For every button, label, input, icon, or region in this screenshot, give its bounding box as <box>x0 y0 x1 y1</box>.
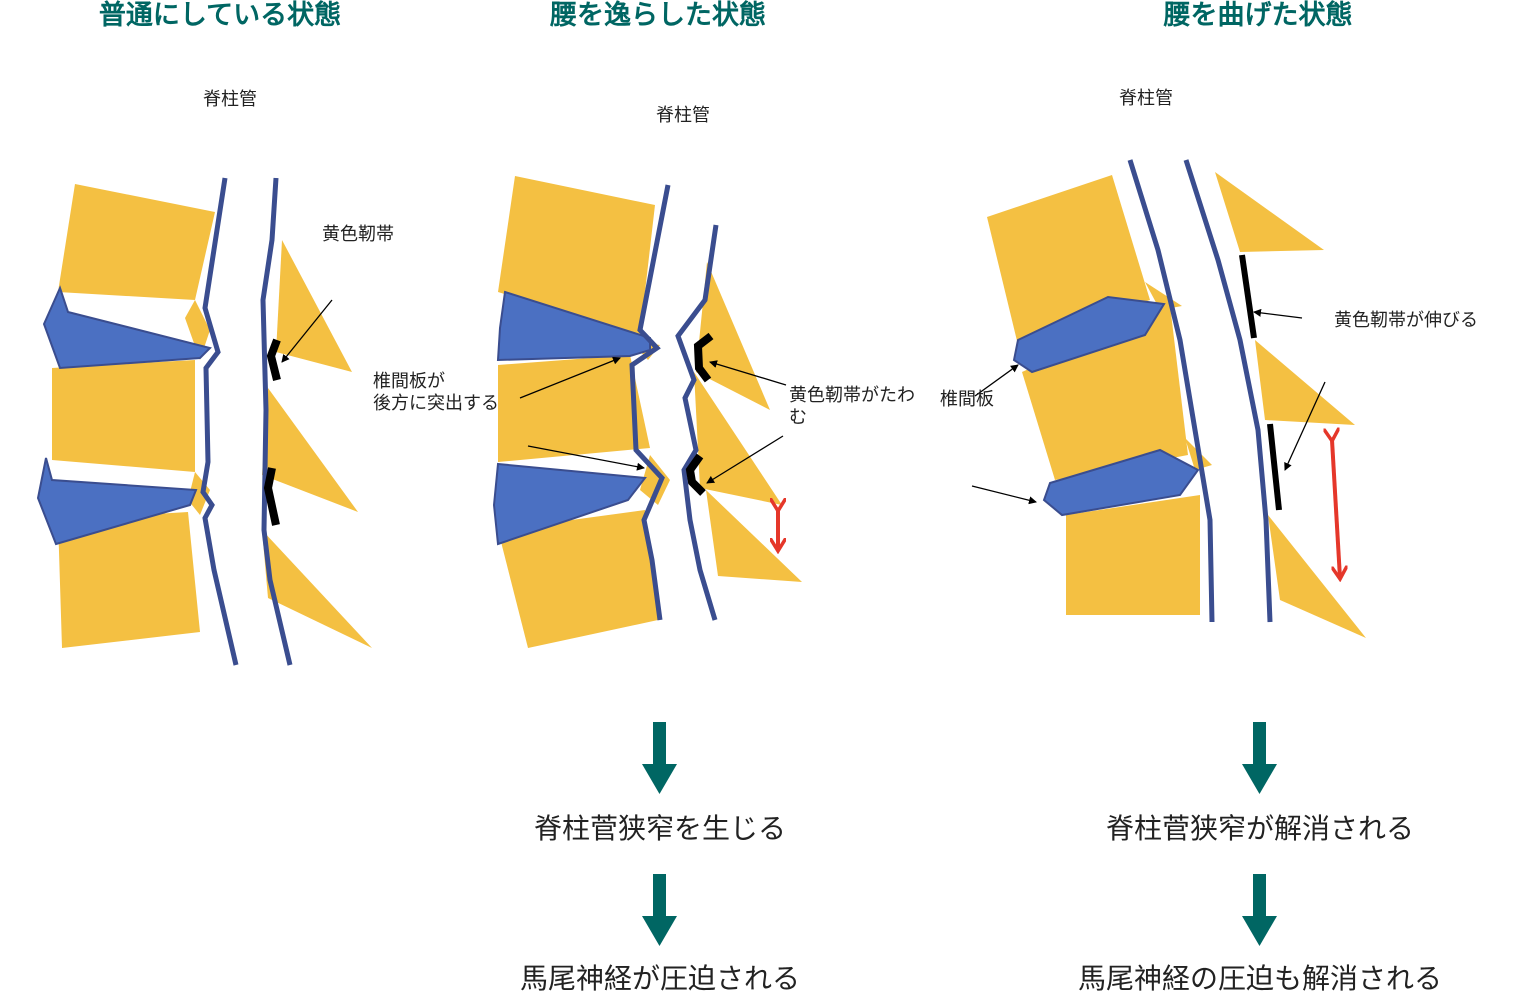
canal-wall-front <box>1127 159 1215 623</box>
outcome-text: 馬尾神経の圧迫も解消される <box>1077 962 1442 995</box>
intervertebral-disc <box>42 285 212 370</box>
intervertebral-disc <box>492 462 647 546</box>
vertebral-body <box>1066 495 1200 615</box>
canal-wall-front <box>200 177 239 666</box>
ligamentum-flavum <box>1239 254 1257 339</box>
intervertebral-disc <box>36 457 198 546</box>
flow-arrow-down-icon <box>642 722 677 794</box>
ligament-label: 黄色靭帯が伸びる <box>1334 310 1478 331</box>
ligament-pointer-arrow <box>1253 308 1303 319</box>
ligament-label: 黄色靭帯がたわ <box>789 385 915 406</box>
canal-label: 脊柱管 <box>656 105 710 126</box>
spinous-process <box>1268 515 1366 638</box>
vertebral-body <box>1022 305 1188 480</box>
disc-label: 後方に突出する <box>373 393 499 414</box>
flow-arrow-down-icon <box>642 874 677 946</box>
ligamentum-flavum <box>266 338 281 381</box>
ligament-pointer-arrow <box>281 299 333 363</box>
canal-label: 脊柱管 <box>1119 88 1173 109</box>
disc-pointer-arrow <box>974 364 1019 397</box>
outcome-text: 脊柱菅狭窄を生じる <box>533 812 786 845</box>
flow-arrow-down-icon <box>1242 722 1277 794</box>
facet <box>640 455 670 505</box>
panel-heading-flexion: 腰を曲げた状態 <box>1163 0 1353 31</box>
panel-extension <box>492 176 802 648</box>
intervertebral-disc <box>1012 295 1166 374</box>
panel-flexion <box>971 159 1366 638</box>
spinous-process <box>262 530 372 648</box>
intervertebral-disc <box>1042 448 1200 517</box>
disc-label: 椎間板 <box>940 389 994 410</box>
canal-wall-back <box>675 224 719 621</box>
ligament-label: 黄色靭帯 <box>322 224 394 245</box>
vertebral-body <box>498 355 650 462</box>
canal-wall-back <box>260 177 293 666</box>
facet <box>185 300 210 360</box>
canal-label: 脊柱管 <box>203 89 257 110</box>
panel-heading-normal: 普通にしている状態 <box>98 0 342 31</box>
disc-pointer-arrow <box>527 445 645 471</box>
vertebral-body <box>58 512 200 648</box>
spinous-process <box>706 490 802 582</box>
panel-normal <box>36 177 372 666</box>
spinous-process <box>1215 172 1324 252</box>
disc-pointer-arrow <box>971 485 1037 505</box>
vertebral-body <box>498 176 655 335</box>
ligament-pointer-arrow <box>1284 381 1326 471</box>
distance-arrow <box>1332 440 1340 578</box>
vertebral-body <box>58 184 215 300</box>
ligamentum-flavum <box>693 332 714 383</box>
facet <box>188 472 210 515</box>
ligamentum-flavum <box>1267 423 1282 511</box>
spinous-process <box>276 240 352 372</box>
disc-pointer-arrow <box>519 356 621 399</box>
canal-wall-front <box>629 184 671 621</box>
outcome-text: 脊柱菅狭窄が解消される <box>1105 812 1414 845</box>
spinous-process <box>1255 340 1355 425</box>
ligamentum-flavum <box>263 467 280 526</box>
ligament-pointer-arrow <box>709 360 787 386</box>
vertebral-body <box>498 510 658 648</box>
ligament-pointer-arrow <box>706 435 784 484</box>
outcome-text: 馬尾神経が圧迫される <box>519 962 800 995</box>
spinous-process <box>262 388 358 512</box>
spinous-process <box>696 262 770 410</box>
ligamentum-flavum <box>685 453 706 496</box>
vertebral-body <box>52 360 195 472</box>
flow-arrow-down-icon <box>1242 874 1277 946</box>
panel-heading-extension: 腰を逸らした状態 <box>550 0 766 31</box>
canal-wall-back <box>1183 159 1273 623</box>
disc-label: 椎間板が <box>373 371 445 392</box>
spinous-process <box>694 372 782 505</box>
ligament-label: む <box>789 407 807 428</box>
